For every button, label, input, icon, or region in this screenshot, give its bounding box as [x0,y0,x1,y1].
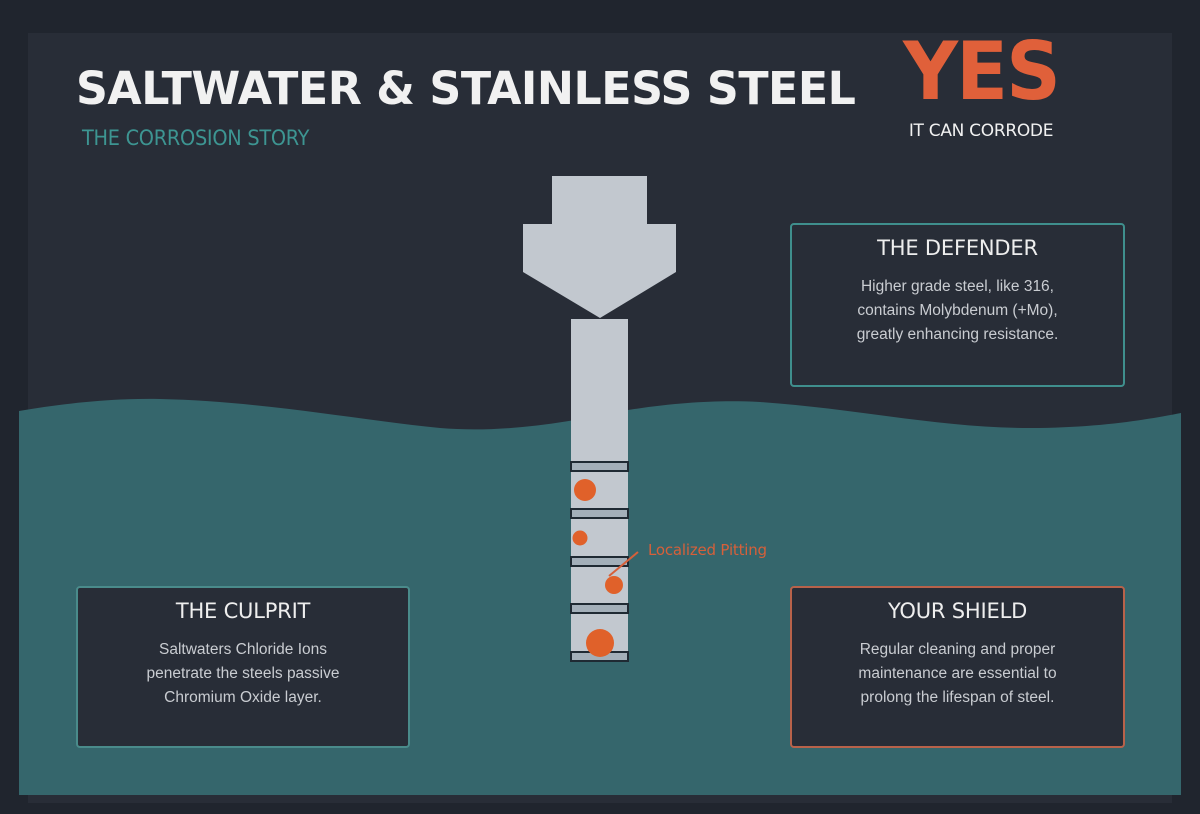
shield-body: Regular cleaning and proper maintenance … [828,638,1088,710]
culprit-line: penetrate the steels passive [146,665,340,682]
pitting-spots [572,479,623,657]
verdict-answer: YES [902,25,1061,118]
defender-line: contains Molybdenum (+Mo), [857,302,1058,319]
shield-line: prolong the lifespan of steel. [860,689,1055,706]
bolt-head [523,176,676,318]
defender-line: greatly enhancing resistance. [856,326,1059,343]
shield-line: maintenance are essential to [858,665,1057,682]
culprit-body: Saltwaters Chloride Ions penetrate the s… [113,638,373,710]
verdict-caption: IT CAN CORRODE [908,121,1054,141]
defender-title: THE DEFENDER [877,236,1038,260]
page-subtitle: THE CORROSION STORY [82,126,310,150]
shield-card: YOUR SHIELD Regular cleaning and proper … [790,586,1125,748]
shield-line: Regular cleaning and proper [859,641,1056,658]
culprit-line: Chromium Oxide layer. [164,689,322,706]
culprit-line: Saltwaters Chloride Ions [159,641,327,658]
defender-body: Higher grade steel, like 316, contains M… [828,275,1088,347]
pitting-annotation: Localized Pitting [648,541,767,559]
culprit-card: THE CULPRIT Saltwaters Chloride Ions pen… [76,586,410,748]
defender-line: Higher grade steel, like 316, [860,278,1054,295]
defender-card: THE DEFENDER Higher grade steel, like 31… [790,223,1125,387]
annotation-leader-line [608,551,639,577]
page-title: SALTWATER & STAINLESS STEEL [76,62,856,115]
shield-title: YOUR SHIELD [887,599,1028,623]
culprit-title: THE CULPRIT [175,599,311,623]
